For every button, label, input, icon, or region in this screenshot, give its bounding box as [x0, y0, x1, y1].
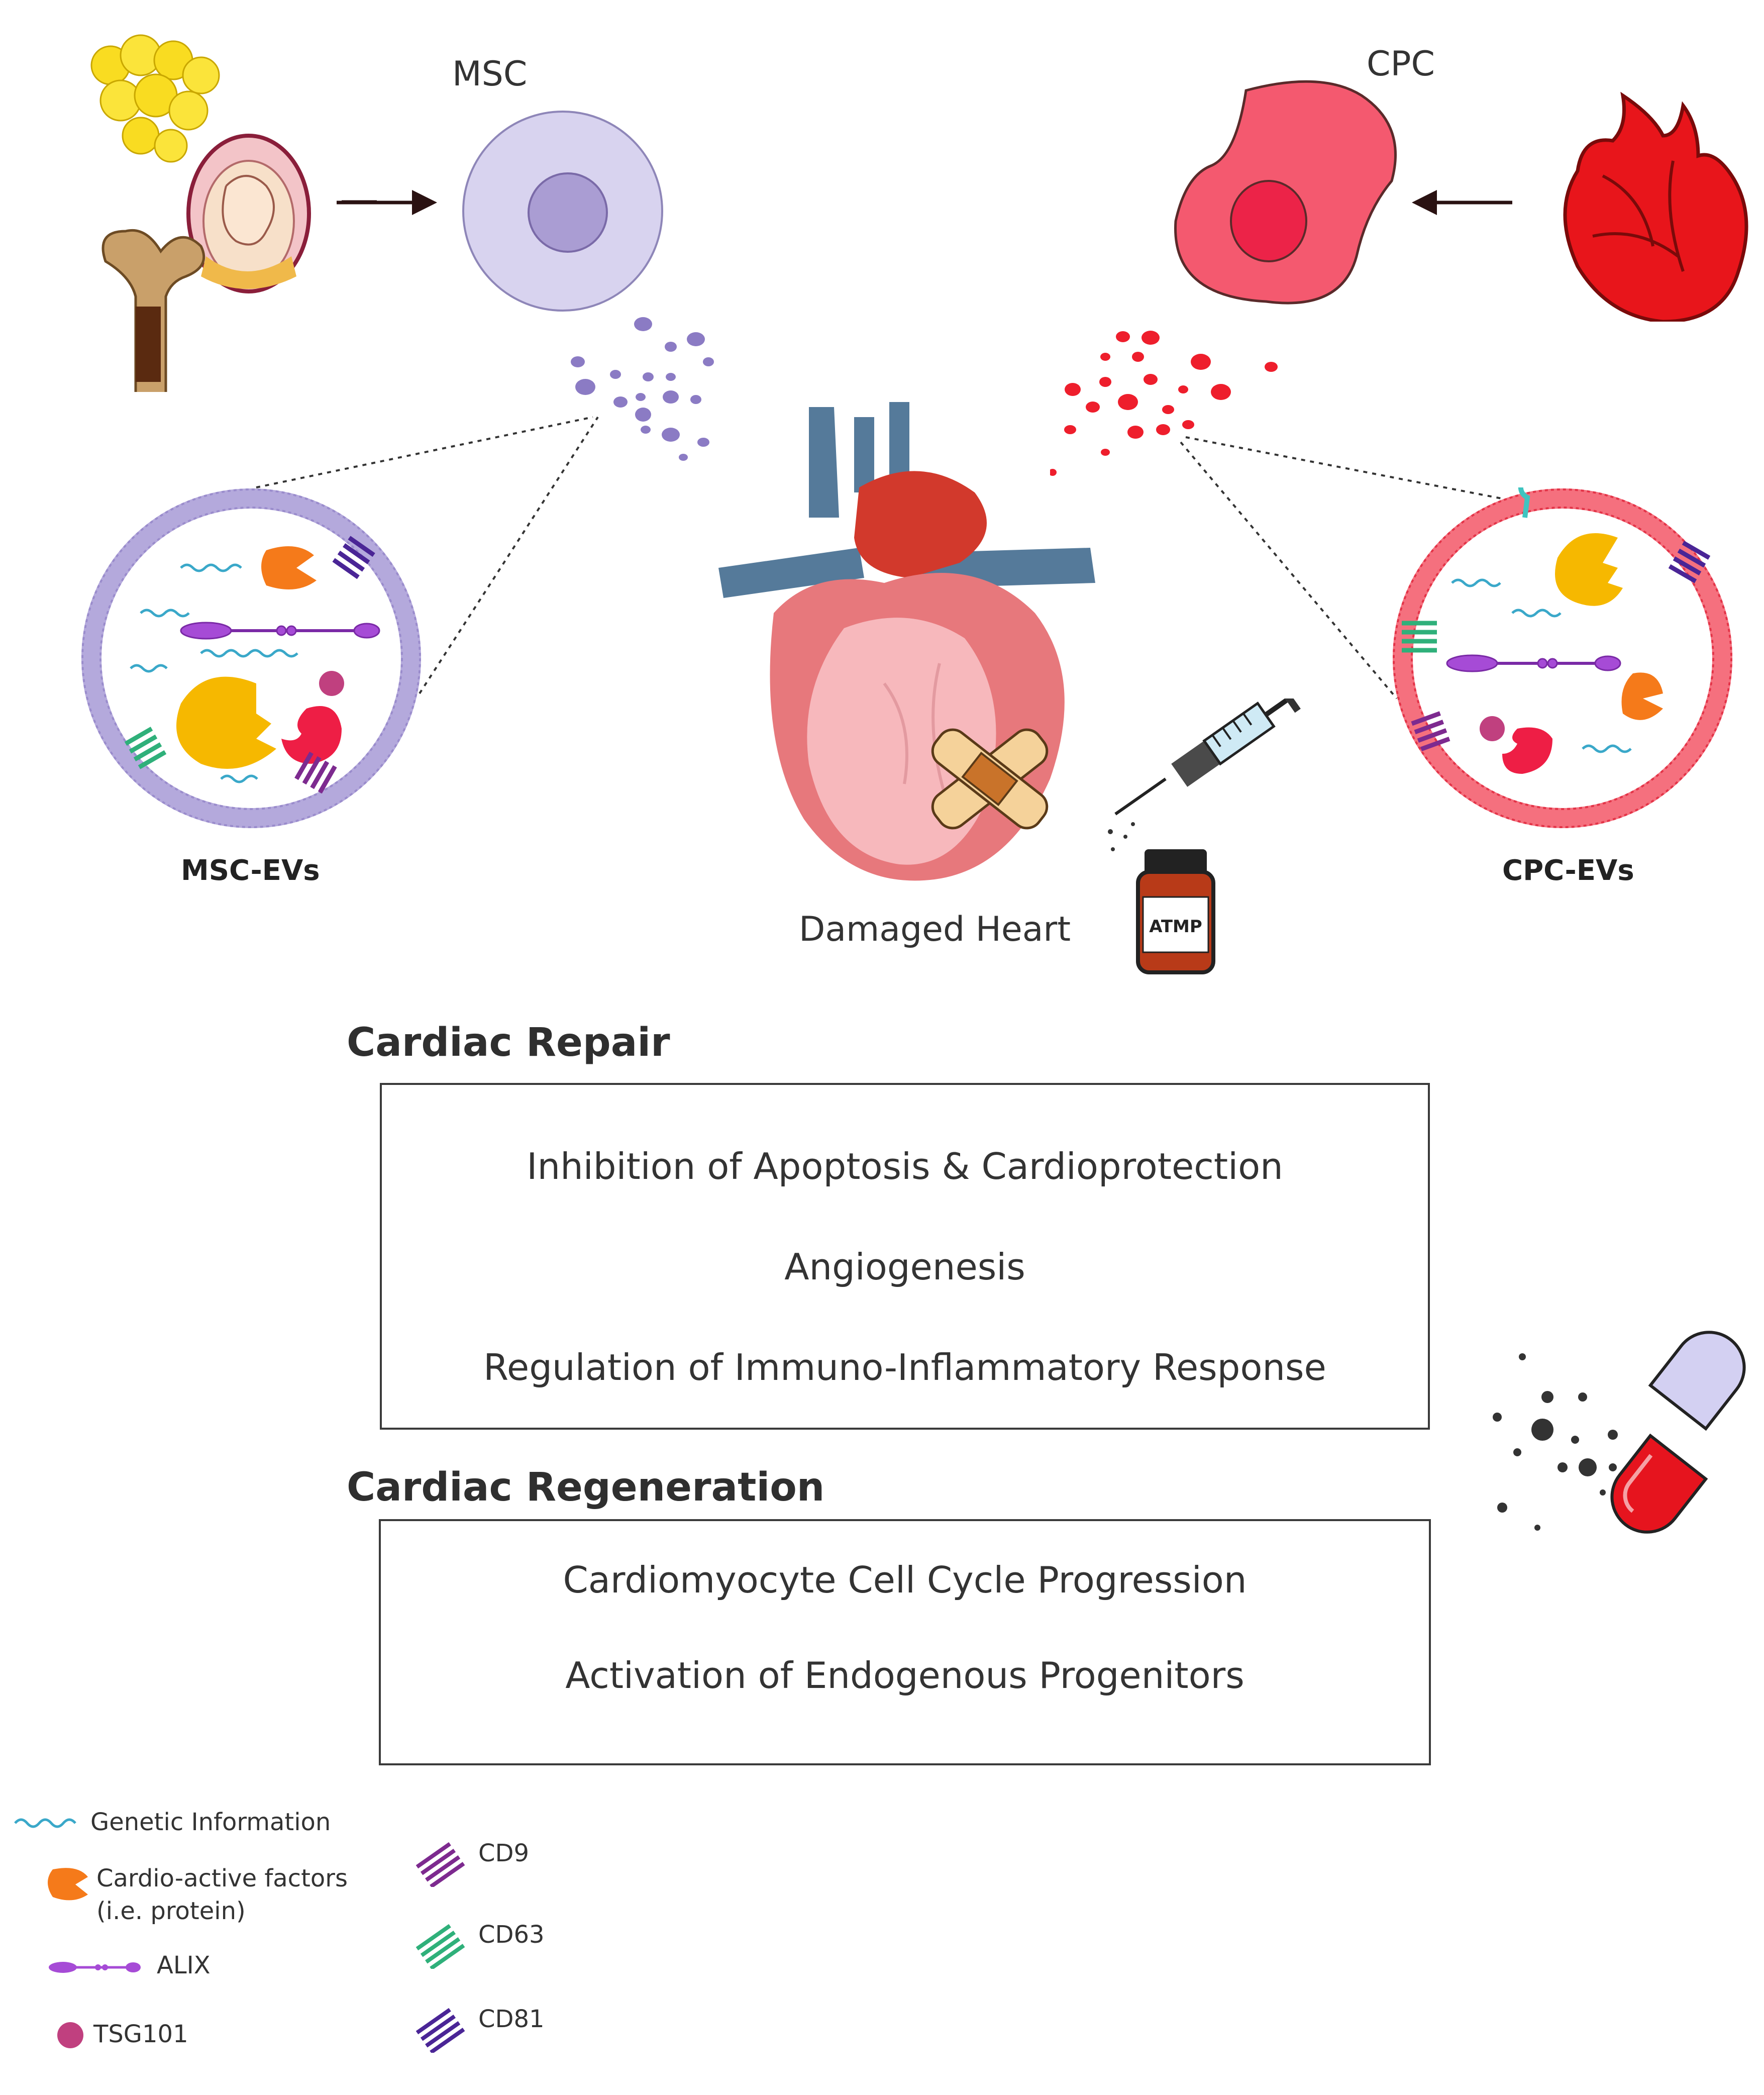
bone-marrow-icon — [101, 229, 205, 398]
cardiac-repair-title: Cardiac Repair — [347, 1020, 670, 1065]
legend-label-cardio-active-2: (i.e. protein) — [96, 1897, 246, 1925]
arrow-cpc-icon — [1407, 185, 1512, 222]
arrow-msc-icon — [337, 185, 442, 222]
msc-label: MSC — [452, 54, 528, 94]
alix-icon — [48, 1957, 143, 1979]
legend-label-alix: ALIX — [157, 1951, 211, 1979]
repair-item: Inhibition of Apoptosis & Cardioprotecti… — [527, 1145, 1283, 1187]
regeneration-item: Activation of Endogenous Progenitors — [565, 1654, 1244, 1697]
msc-ev-vesicle — [80, 487, 432, 841]
pill-capsule-icon — [1487, 1322, 1748, 1555]
legend-label-genetic: Genetic Information — [90, 1808, 331, 1836]
msc-ev-particles — [558, 312, 739, 484]
cpc-ev-particles — [1049, 327, 1291, 484]
damaged-heart-label: Damaged Heart — [799, 910, 1071, 949]
msc-evs-label: MSC-EVs — [181, 854, 320, 887]
legend-label-cardio-active: Cardio-active factors — [96, 1864, 348, 1892]
legend-label-tsg101: TSG101 — [93, 2020, 188, 2048]
repair-item: Angiogenesis — [784, 1246, 1025, 1288]
cd9-icon — [407, 1827, 467, 1889]
msc-ev-zoom-lines — [0, 0, 1764, 907]
adipose-tissue-icon — [90, 34, 220, 163]
cardiac-repair-box: Inhibition of Apoptosis & Cardioprotecti… — [380, 1083, 1430, 1430]
cardiac-regeneration-title: Cardiac Regeneration — [347, 1465, 825, 1510]
atmp-label: ATMP — [1149, 917, 1202, 937]
cardio-active-factor-icon — [45, 1867, 90, 1904]
heart-source-icon — [1547, 85, 1748, 324]
tsg101-icon — [55, 2020, 85, 2052]
legend-label-cd81: CD81 — [478, 2005, 545, 2033]
cpc-cell — [1166, 70, 1407, 319]
cd81-icon — [407, 1992, 467, 2055]
msc-sources — [75, 20, 427, 398]
regeneration-item: Cardiomyocyte Cell Cycle Progression — [563, 1559, 1247, 1601]
atmp-bottle-icon: ATMP — [1135, 849, 1216, 977]
legend-label-cd63: CD63 — [478, 1921, 545, 1949]
genetic-information-icon — [13, 1813, 83, 1835]
damaged-heart-icon — [708, 402, 1120, 896]
cpc-ev-vesicle — [1392, 476, 1743, 841]
repair-item: Regulation of Immuno-Inflammatory Respon… — [483, 1346, 1326, 1388]
msc-cell — [460, 108, 666, 316]
legend: Genetic Information Cardio-active factor… — [0, 1789, 603, 2090]
cpc-evs-label: CPC-EVs — [1502, 854, 1634, 887]
legend-label-cd9: CD9 — [478, 1839, 530, 1867]
embryo-icon — [186, 134, 311, 293]
cardiac-regeneration-box: Cardiomyocyte Cell Cycle Progression Act… — [379, 1519, 1431, 1765]
cd63-icon — [407, 1909, 467, 1971]
cpc-label: CPC — [1367, 44, 1435, 84]
